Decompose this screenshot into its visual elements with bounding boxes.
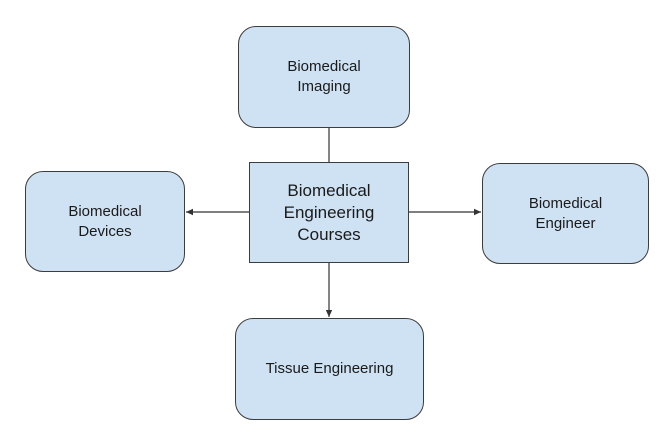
node-tissue-engineering: Tissue Engineering: [235, 318, 424, 420]
node-label-line: Biomedical: [287, 180, 371, 200]
node-label-line: Tissue Engineering: [265, 360, 394, 377]
node-biomedical-engineer: Biomedical Engineer: [482, 163, 649, 264]
node-biomedical-engineering-courses: Biomedical Engineering Courses: [249, 162, 409, 263]
node-label-line: Courses: [297, 224, 361, 244]
node-label-line: Engineer: [535, 214, 596, 232]
node-label-line: Biomedical: [68, 202, 142, 220]
node-biomedical-imaging: Biomedical Imaging: [238, 26, 410, 128]
node-label-line: Devices: [78, 222, 132, 240]
node-label-line: Imaging: [297, 78, 351, 95]
node-label-line: Engineering: [283, 202, 375, 222]
node-biomedical-devices: Biomedical Devices: [25, 171, 185, 272]
node-label-line: Biomedical: [528, 194, 603, 212]
node-label-line: Biomedical: [287, 58, 361, 75]
